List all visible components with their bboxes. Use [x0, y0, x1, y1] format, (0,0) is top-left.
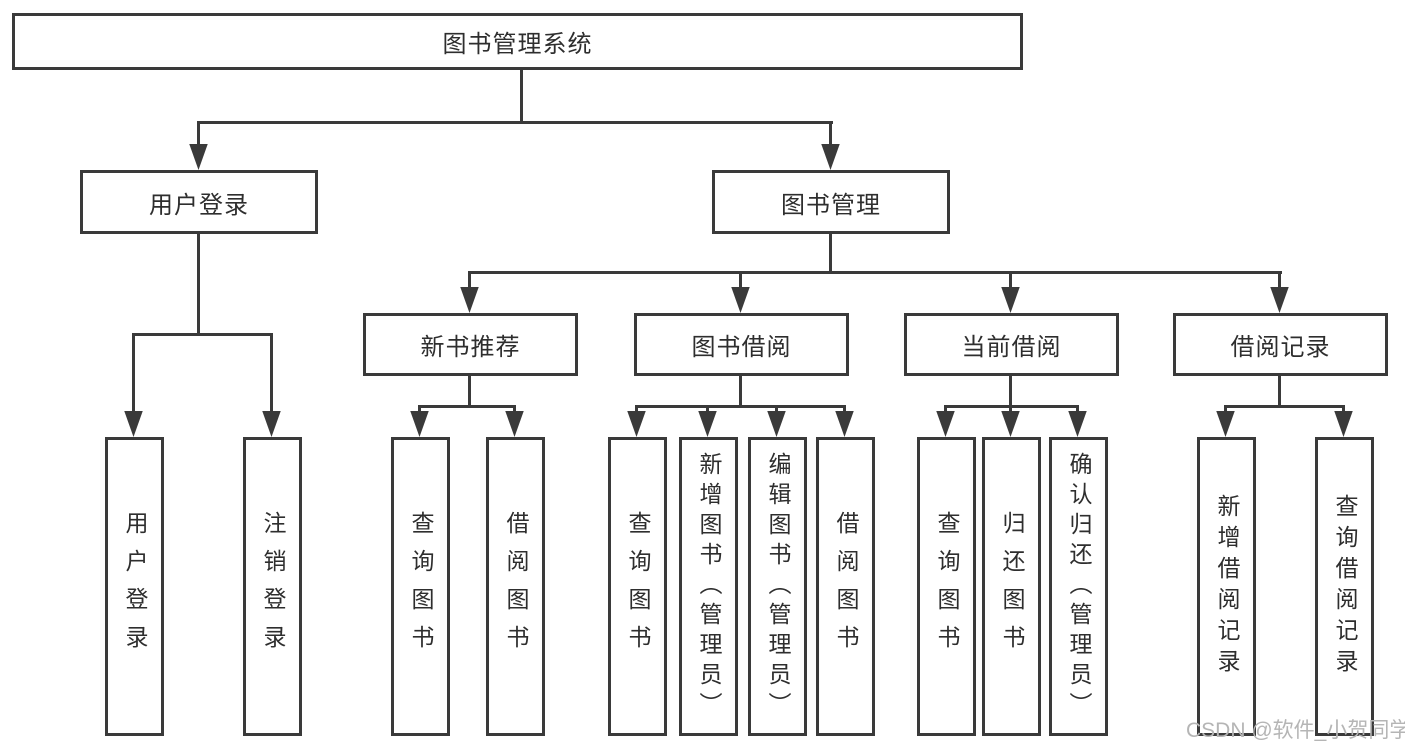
node-root-label: 图书管理系统 [442, 31, 593, 58]
arrowhead-icon [460, 287, 479, 313]
node-user-login: 用户登录 [80, 170, 318, 234]
arrowhead-icon [835, 411, 854, 437]
leaf-query-borrow-record: 查询借阅记录 [1315, 437, 1374, 736]
connector-segment [132, 333, 273, 336]
node-new-book-recommend-label: 新书推荐 [420, 334, 521, 361]
connector-segment [197, 121, 200, 150]
arrowhead-icon [505, 411, 524, 437]
connector-segment [520, 67, 523, 124]
connector-segment [270, 333, 273, 417]
arrowhead-icon [821, 144, 840, 170]
leaf-logout-label: 注销登录 [260, 510, 286, 663]
arrowhead-icon [1001, 287, 1020, 313]
arrowhead-icon [410, 411, 429, 437]
leaf-query-borrow-record-label: 查询借阅记录 [1332, 493, 1358, 680]
connector-segment [1224, 405, 1345, 408]
leaf-recommend-query-book-label: 查询图书 [408, 510, 434, 663]
node-book-borrow: 图书借阅 [634, 313, 849, 376]
leaf-user-login-label: 用户登录 [122, 510, 148, 663]
node-root: 图书管理系统 [12, 13, 1023, 70]
node-borrow-records-label: 借阅记录 [1230, 334, 1331, 361]
leaf-current-query-book-label: 查询图书 [934, 510, 960, 663]
node-book-management: 图书管理 [712, 170, 950, 234]
arrowhead-icon [731, 287, 750, 313]
arrowhead-icon [698, 411, 717, 437]
node-book-borrow-label: 图书借阅 [691, 334, 792, 361]
leaf-return-book-label: 归还图书 [999, 510, 1025, 663]
connector-segment [468, 271, 471, 293]
leaf-borrow-book-label: 借阅图书 [833, 510, 859, 663]
arrowhead-icon [1334, 411, 1353, 437]
arrowhead-icon [189, 144, 208, 170]
arrowhead-icon [627, 411, 646, 437]
arrowhead-icon [262, 411, 281, 437]
connector-segment [132, 333, 135, 417]
connector-segment [1278, 271, 1281, 293]
connector-segment [829, 121, 832, 150]
leaf-current-query-book: 查询图书 [917, 437, 976, 736]
leaf-add-borrow-record: 新增借阅记录 [1197, 437, 1256, 736]
connector-segment [635, 405, 846, 408]
arrowhead-icon [1001, 411, 1020, 437]
connector-segment [1278, 374, 1281, 408]
connector-segment [1009, 374, 1012, 408]
arrowhead-icon [1068, 411, 1087, 437]
leaf-recommend-query-book: 查询图书 [391, 437, 450, 736]
connector-segment [197, 232, 200, 336]
connector-segment [1009, 271, 1012, 293]
leaf-user-login: 用户登录 [105, 437, 164, 736]
leaf-recommend-borrow-book-label: 借阅图书 [503, 510, 529, 663]
connector-segment [468, 271, 1282, 274]
connector-segment [468, 374, 471, 408]
leaf-add-book-admin-label: 新增图书（管理员） [696, 451, 722, 722]
node-current-borrow: 当前借阅 [904, 313, 1119, 376]
node-borrow-records: 借阅记录 [1173, 313, 1388, 376]
node-new-book-recommend: 新书推荐 [363, 313, 578, 376]
csdn-watermark: CSDN @软件_小贺同学 [1186, 719, 1405, 742]
leaf-recommend-borrow-book: 借阅图书 [486, 437, 545, 736]
leaf-borrow-book: 借阅图书 [816, 437, 875, 736]
leaf-borrow-query-book: 查询图书 [608, 437, 667, 736]
arrowhead-icon [1216, 411, 1235, 437]
connector-segment [739, 271, 742, 293]
arrowhead-icon [1270, 287, 1289, 313]
arrowhead-icon [767, 411, 786, 437]
leaf-borrow-query-book-label: 查询图书 [625, 510, 651, 663]
node-book-management-label: 图书管理 [781, 191, 881, 219]
leaf-return-book: 归还图书 [982, 437, 1041, 736]
connector-segment [198, 121, 833, 124]
leaf-logout: 注销登录 [243, 437, 302, 736]
connector-segment [829, 232, 832, 274]
node-user-login-label: 用户登录 [149, 191, 249, 219]
leaf-edit-book-admin-label: 编辑图书（管理员） [765, 451, 791, 722]
leaf-edit-book-admin: 编辑图书（管理员） [748, 437, 807, 736]
arrowhead-icon [936, 411, 955, 437]
node-current-borrow-label: 当前借阅 [961, 334, 1062, 361]
leaf-add-book-admin: 新增图书（管理员） [679, 437, 738, 736]
arrowhead-icon [124, 411, 143, 437]
leaf-confirm-return-admin-label: 确认归还（管理员） [1066, 451, 1092, 722]
connector-segment [418, 405, 516, 408]
leaf-confirm-return-admin: 确认归还（管理员） [1049, 437, 1108, 736]
connector-segment [739, 374, 742, 408]
leaf-add-borrow-record-label: 新增借阅记录 [1214, 493, 1240, 680]
